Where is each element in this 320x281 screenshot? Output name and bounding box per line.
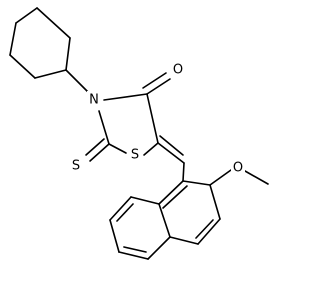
bond xyxy=(118,251,149,260)
bond xyxy=(142,72,167,89)
bond xyxy=(169,236,199,245)
ring-sulfur-label: S xyxy=(131,148,139,163)
bond xyxy=(182,162,185,182)
bond xyxy=(146,78,171,95)
bond xyxy=(65,69,89,93)
bond xyxy=(182,180,211,186)
bond xyxy=(130,196,160,205)
atom-label-thione-sulfur: S xyxy=(69,157,83,174)
naphthalene-ring-right xyxy=(158,180,221,245)
bond xyxy=(85,138,105,156)
ring-nitrogen-label: N xyxy=(89,93,99,108)
atom-label-methoxy-oxygen: O xyxy=(231,160,245,176)
bond xyxy=(15,7,38,24)
bond xyxy=(109,219,120,253)
bond xyxy=(159,135,184,156)
thione-sulfur-label: S xyxy=(72,159,80,174)
bond xyxy=(195,219,214,239)
atom-label-nitrogen: N xyxy=(87,91,101,108)
bond xyxy=(158,180,184,205)
structure-canvas: O N S S O xyxy=(9,7,269,260)
bond xyxy=(108,143,127,154)
bond xyxy=(157,142,185,164)
molecule-diagram: O N S S O xyxy=(9,7,269,260)
methoxy-oxygen-label: O xyxy=(233,161,243,176)
thiazolidine-ring xyxy=(98,93,159,156)
bond xyxy=(209,184,221,220)
bond xyxy=(98,110,110,145)
bond xyxy=(36,7,71,39)
bond xyxy=(123,246,147,253)
bond xyxy=(162,185,188,209)
bond xyxy=(109,196,132,221)
carbonyl-oxygen-label: O xyxy=(173,63,183,78)
atom-label-carbonyl-oxygen: O xyxy=(171,61,185,78)
bond xyxy=(244,170,269,185)
bond xyxy=(147,236,171,260)
cyclohexyl-ring xyxy=(9,7,71,79)
bond xyxy=(209,169,232,186)
bond xyxy=(158,203,171,238)
bond xyxy=(9,22,17,56)
bond xyxy=(9,54,36,79)
bond xyxy=(89,143,110,162)
bond xyxy=(143,142,159,156)
atom-label-ring-sulfur: S xyxy=(128,147,142,163)
bond xyxy=(34,69,67,79)
bond xyxy=(116,203,134,222)
bond xyxy=(197,218,221,245)
bond xyxy=(103,93,148,101)
naphthalene-ring-left xyxy=(109,196,171,260)
bond xyxy=(65,37,71,71)
bond xyxy=(146,93,159,144)
